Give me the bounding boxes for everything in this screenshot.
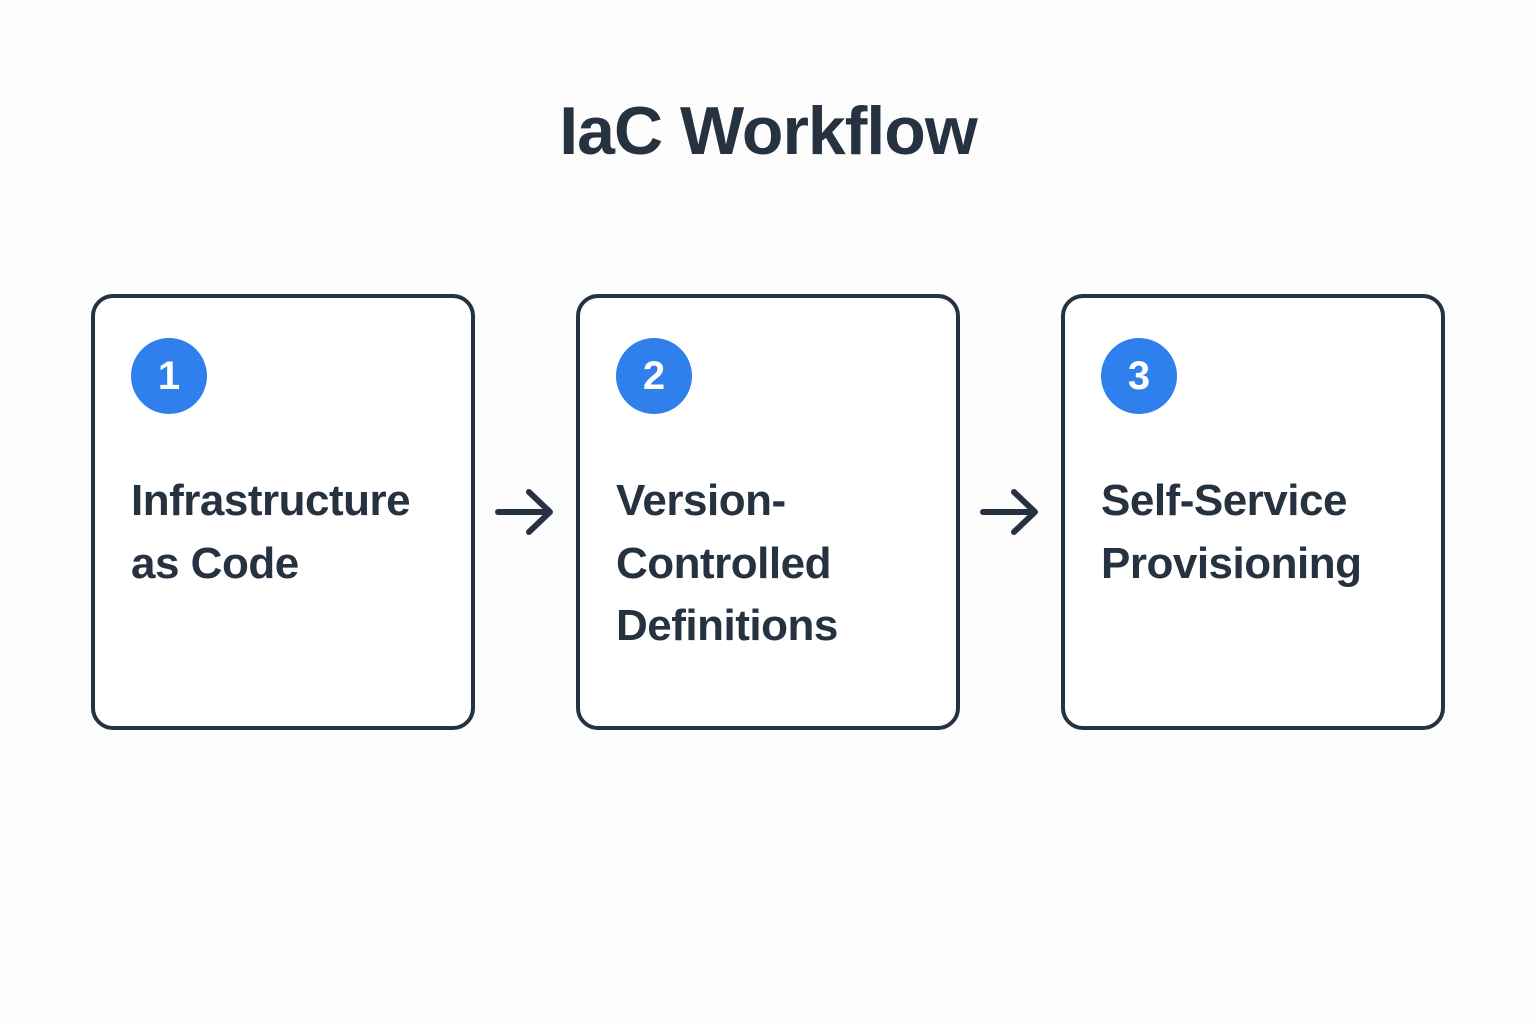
step-card-2: 2 Version-Controlled Definitions bbox=[576, 294, 960, 731]
step-card-3: 3 Self-Service Provisioning bbox=[1061, 294, 1445, 731]
page-title: IaC Workflow bbox=[559, 93, 977, 169]
step-label: Self-Service Provisioning bbox=[1101, 476, 1362, 588]
step-badge-3: 3 bbox=[1101, 338, 1177, 415]
step-number: 2 bbox=[642, 354, 666, 399]
step-badge-2: 2 bbox=[616, 338, 692, 415]
step-card-1: 1 Infrastructure as Code bbox=[91, 294, 475, 731]
step-number: 3 bbox=[1127, 354, 1151, 399]
arrow-right-icon bbox=[960, 484, 1061, 540]
step-badge-1: 1 bbox=[131, 338, 207, 415]
workflow-diagram: 1 Infrastructure as Code 2 Version-Contr… bbox=[91, 294, 1445, 731]
arrow-right-icon bbox=[475, 484, 576, 540]
step-label: Version-Controlled Definitions bbox=[616, 476, 838, 651]
step-label: Infrastructure as Code bbox=[131, 476, 411, 588]
step-number: 1 bbox=[157, 354, 181, 399]
